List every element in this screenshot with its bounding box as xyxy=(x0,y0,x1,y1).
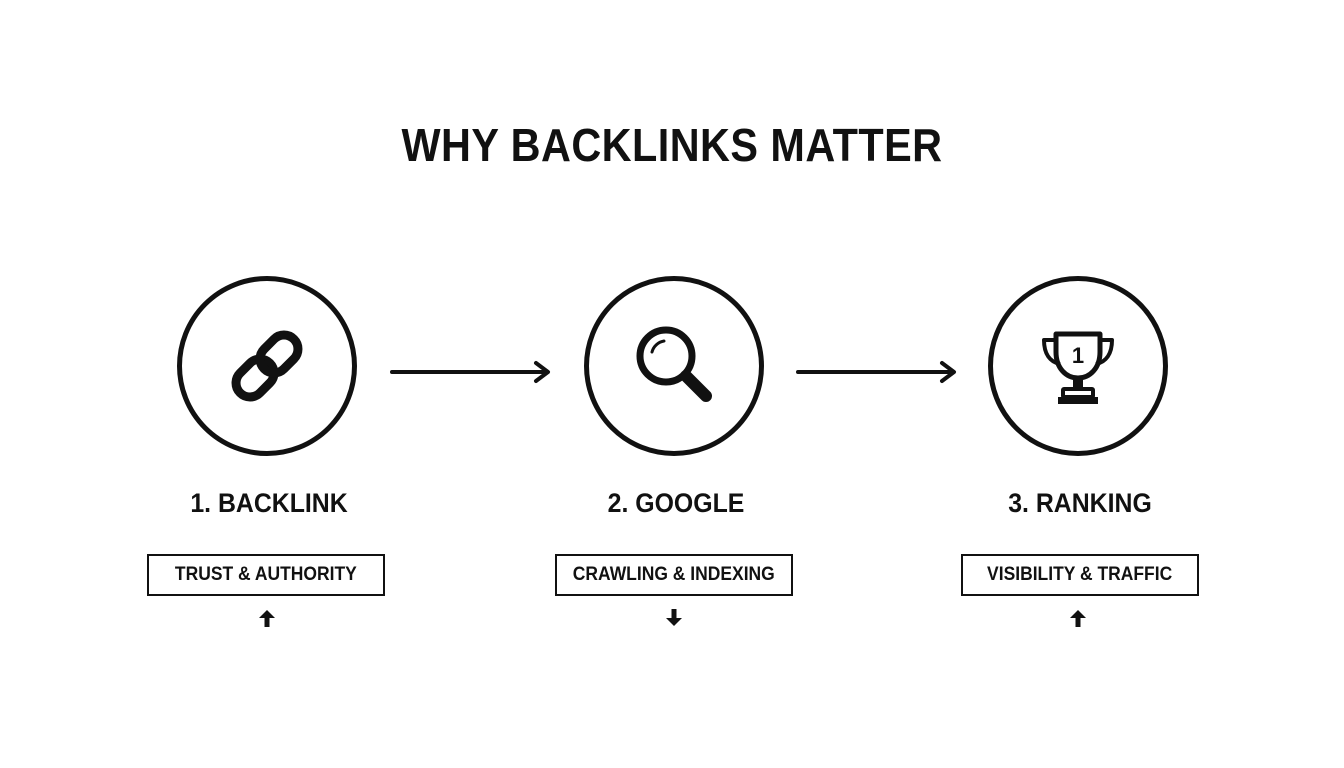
step-circle xyxy=(177,276,357,456)
magnifying-glass-icon xyxy=(636,326,712,402)
step-tag-text: CRAWLING & INDEXING xyxy=(573,564,775,585)
step-tag: VISIBILITY & TRAFFIC xyxy=(961,554,1199,596)
chain-link-icon xyxy=(231,330,303,402)
flow-arrow-icon xyxy=(796,361,956,383)
step-google: 2. GOOGLE CRAWLING & INDEXING xyxy=(526,276,826,636)
step-backlink: 1. BACKLINK TRUST & AUTHORITY xyxy=(119,276,419,636)
trophy-rank-text: 1 xyxy=(1072,343,1084,368)
up-arrow-icon xyxy=(1070,610,1086,627)
step-tag-text: VISIBILITY & TRAFFIC xyxy=(987,564,1173,585)
step-circle xyxy=(584,276,764,456)
diagram-title: WHY BACKLINKS MATTER xyxy=(401,119,943,171)
step-label: 1. BACKLINK xyxy=(190,488,348,518)
up-arrow-icon xyxy=(259,610,275,627)
step-circle: 1 xyxy=(988,276,1168,456)
step-tag: CRAWLING & INDEXING xyxy=(555,554,793,596)
step-tag: TRUST & AUTHORITY xyxy=(147,554,385,596)
flow-arrow-icon xyxy=(390,361,550,383)
step-label: 2. GOOGLE xyxy=(607,488,745,518)
step-ranking: 1 3. RANKING VISIBILITY & TRAFFIC xyxy=(930,276,1230,636)
trophy-icon: 1 xyxy=(1042,331,1114,404)
step-label: 3. RANKING xyxy=(1008,488,1152,518)
down-arrow-icon xyxy=(666,609,682,626)
step-tag-text: TRUST & AUTHORITY xyxy=(175,564,357,585)
